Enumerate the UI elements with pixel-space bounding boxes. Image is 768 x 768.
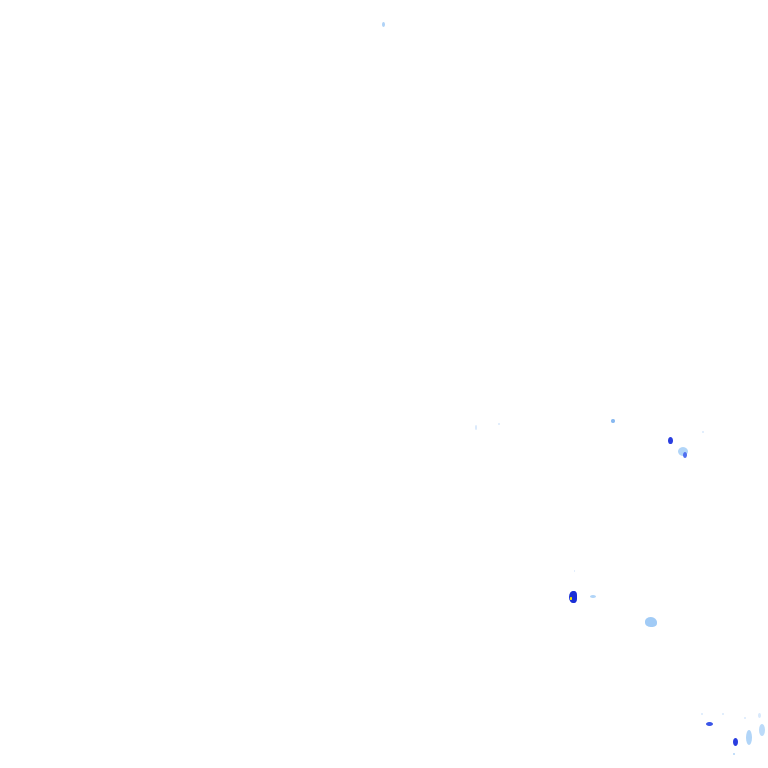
precipitation-echo	[570, 597, 572, 600]
precipitation-echo	[733, 738, 738, 746]
precipitation-echo	[498, 423, 500, 425]
precipitation-echo	[683, 452, 687, 458]
precipitation-echo	[701, 713, 703, 715]
precipitation-echo	[733, 753, 735, 755]
precipitation-echo	[574, 570, 575, 572]
precipitation-echo	[759, 724, 765, 736]
precipitation-echo	[611, 419, 615, 423]
precipitation-echo	[475, 425, 477, 430]
precipitation-echo	[706, 722, 713, 726]
precipitation-echo	[758, 713, 761, 718]
precipitation-echo	[678, 447, 688, 456]
precipitation-echo	[668, 437, 673, 444]
precipitation-echo	[590, 595, 596, 598]
precipitation-echo	[722, 713, 724, 715]
precipitation-echo	[744, 717, 746, 719]
precipitation-echo	[645, 617, 657, 627]
precipitation-echo	[382, 22, 385, 27]
precipitation-echo	[702, 431, 704, 433]
precipitation-echo	[569, 591, 577, 603]
precipitation-echo	[746, 730, 752, 745]
